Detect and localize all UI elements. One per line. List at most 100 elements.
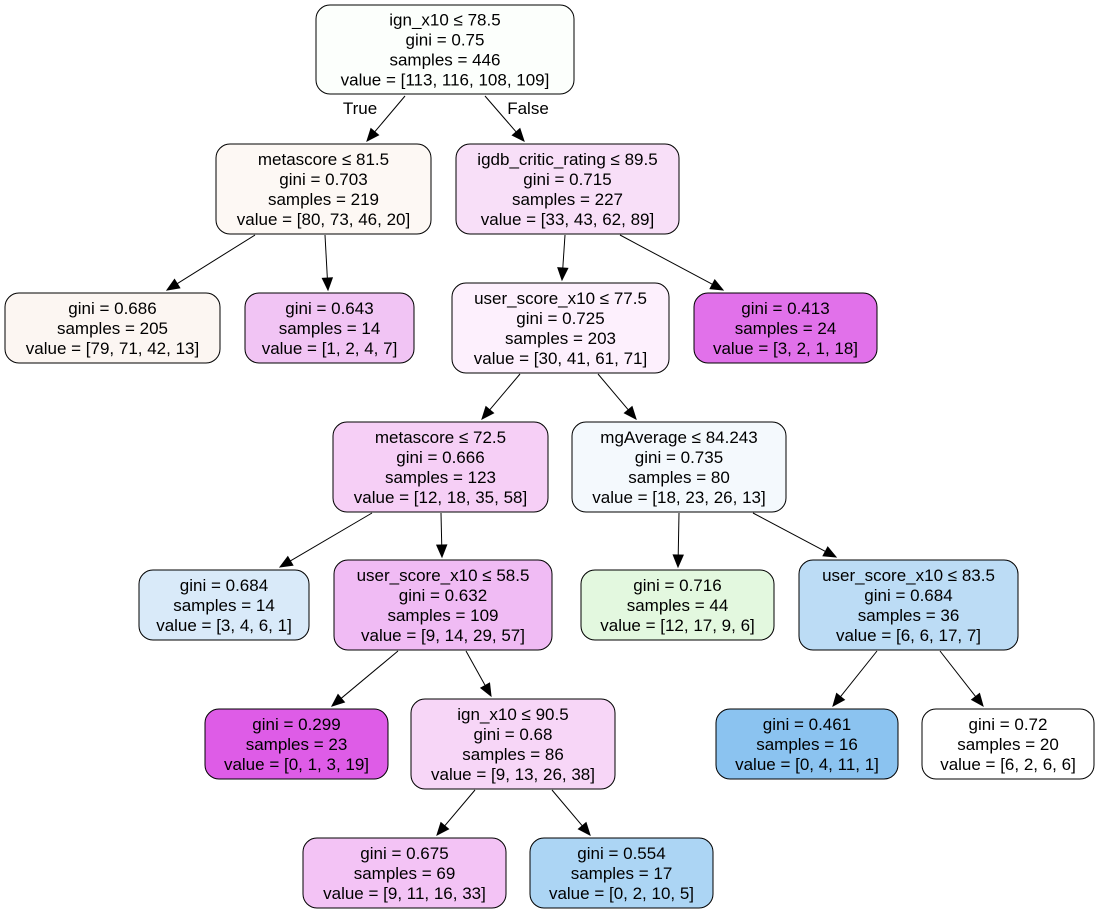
node-box: [315, 4, 575, 95]
node-line: samples = 446: [389, 51, 500, 70]
edge-n12-n16: [939, 650, 977, 697]
node-line: gini = 0.632: [399, 586, 487, 605]
node-line: samples = 227: [512, 190, 623, 209]
node-line: samples = 16: [756, 735, 858, 754]
node-box: [715, 708, 899, 780]
node-line: gini = 0.413: [741, 299, 829, 318]
node-line: value = [0, 4, 11, 1]: [735, 755, 879, 774]
node-line: samples = 203: [505, 329, 616, 348]
node-line: samples = 86: [462, 745, 564, 764]
node-line: value = [79, 71, 42, 13]: [26, 339, 199, 358]
node-line: ign_x10 ≤ 78.5: [389, 11, 500, 30]
node-box: [410, 698, 616, 790]
node-line: value = [3, 2, 1, 18]: [713, 339, 858, 358]
edge-arrowhead-n7-n10: [435, 544, 448, 559]
node-line: value = [0, 2, 10, 5]: [549, 884, 694, 903]
node-line: mgAverage ≤ 84.243: [600, 428, 757, 447]
edge-label-false: False: [507, 99, 549, 118]
node-line: value = [6, 6, 17, 7]: [836, 626, 981, 645]
node-line: samples = 69: [354, 864, 456, 883]
node-line: samples = 23: [246, 735, 348, 754]
node-line: user_score_x10 ≤ 77.5: [474, 289, 647, 308]
node-line: samples = 36: [858, 606, 960, 625]
node-line: samples = 14: [279, 319, 381, 338]
node-line: value = [80, 73, 46, 20]: [237, 210, 410, 229]
node-line: gini = 0.554: [577, 844, 665, 863]
node-box: [798, 559, 1019, 651]
node-line: gini = 0.684: [864, 586, 952, 605]
node-line: samples = 14: [173, 596, 275, 615]
edge-n5-n8: [597, 373, 629, 411]
node-line: value = [30, 41, 61, 71]: [474, 349, 647, 368]
edge-n2-n5: [562, 234, 566, 269]
node-line: gini = 0.716: [633, 576, 721, 595]
node-line: ign_x10 ≤ 90.5: [457, 705, 568, 724]
node-box: [138, 569, 310, 641]
node-box: [244, 292, 415, 364]
node-box: [204, 708, 389, 780]
node-line: value = [12, 18, 35, 58]: [354, 488, 527, 507]
edge-arrowhead-n8-n12: [822, 546, 838, 558]
node-box: [529, 837, 714, 909]
edge-n8-n12: [752, 512, 826, 552]
node-box: [4, 292, 221, 364]
edge-n8-n11: [677, 512, 680, 556]
node-line: samples = 17: [571, 864, 673, 883]
node-line: samples = 109: [387, 606, 498, 625]
node-line: user_score_x10 ≤ 83.5: [822, 566, 995, 585]
node-line: metascore ≤ 72.5: [375, 428, 506, 447]
edge-arrowhead-root-n1: [366, 127, 380, 142]
node-line: value = [6, 2, 6, 6]: [940, 755, 1076, 774]
edge-n5-n7: [489, 373, 521, 411]
edge-arrowhead-n5-n7: [481, 405, 495, 420]
node-line: samples = 205: [57, 319, 168, 338]
node-line: gini = 0.675: [360, 844, 448, 863]
edge-n14-n17: [444, 789, 476, 827]
node-box: [455, 143, 680, 235]
node-box: [332, 421, 549, 513]
node-box: [580, 569, 775, 641]
node-line: gini = 0.686: [68, 299, 156, 318]
edge-arrowhead-n1-n3: [165, 278, 181, 291]
node-line: metascore ≤ 81.5: [258, 150, 389, 169]
node-line: gini = 0.666: [396, 448, 484, 467]
node-line: value = [3, 4, 6, 1]: [156, 616, 292, 635]
edge-n14-n18: [551, 789, 583, 827]
node-line: samples = 219: [268, 190, 379, 209]
edge-arrowhead-n7-n9: [278, 555, 294, 568]
node-line: igdb_critic_rating ≤ 89.5: [477, 150, 657, 169]
node-box: [693, 292, 878, 364]
edges-layer: [165, 95, 984, 836]
node-line: samples = 123: [385, 468, 496, 487]
node-line: gini = 0.703: [279, 170, 367, 189]
node-line: user_score_x10 ≤ 58.5: [357, 566, 530, 585]
node-line: gini = 0.735: [635, 448, 723, 467]
node-line: value = [9, 11, 16, 33]: [323, 884, 486, 903]
node-line: value = [12, 17, 9, 6]: [600, 616, 755, 635]
edge-n7-n10: [440, 512, 443, 546]
node-box: [451, 282, 670, 374]
node-line: gini = 0.75: [406, 31, 485, 50]
node-line: gini = 0.72: [969, 715, 1048, 734]
node-box: [302, 837, 507, 909]
node-line: gini = 0.725: [516, 309, 604, 328]
edge-arrowhead-n8-n11: [672, 554, 684, 569]
edge-arrowhead-n14-n17: [436, 821, 450, 836]
node-line: value = [18, 23, 26, 13]: [592, 488, 765, 507]
edge-arrowhead-n5-n8: [623, 405, 637, 420]
